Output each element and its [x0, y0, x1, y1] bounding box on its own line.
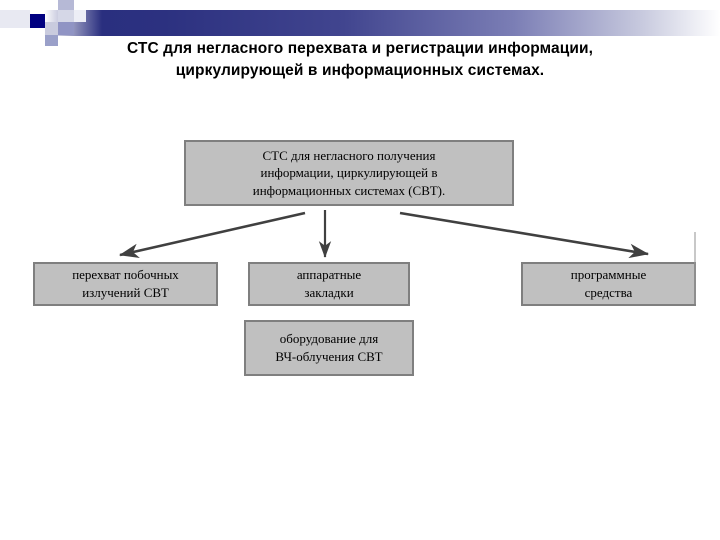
node-root-line-1: СТС для негласного получения [262, 147, 436, 163]
node-root-line-3: информационных системах (СВТ). [252, 182, 446, 198]
band-square-pale-top [58, 0, 74, 10]
decorative-header-band [0, 0, 720, 46]
node-interception-of-spurious-emissions[interactable]: перехват побочных излучений СВТ [33, 262, 218, 306]
node-hf-irradiation-equipment[interactable]: оборудование для ВЧ-облучения СВТ [244, 320, 414, 376]
band-square-pale-b [58, 10, 74, 22]
node-right-line-2: средства [584, 285, 633, 300]
band-square-mid-blue [58, 22, 74, 35]
node-bottom-line-2: ВЧ-облучения СВТ [275, 349, 383, 364]
edge-root-to-right [399, 211, 650, 259]
band-square-navy [30, 14, 45, 28]
node-software-tools[interactable]: программные средства [521, 262, 696, 306]
band-square-pale-a [45, 22, 58, 35]
node-left-line-1: перехват побочных [72, 267, 179, 283]
node-hardware-implants[interactable]: аппаратные закладки [248, 262, 410, 306]
node-mid-line-1: аппаратные [296, 267, 362, 283]
gradient-bar [44, 10, 720, 36]
page-edge-rule [694, 232, 696, 304]
band-square-low-blue [45, 35, 58, 46]
node-bottom-line-1: оборудование для [279, 331, 379, 347]
title-line-2: циркулирующей в информационных системах. [175, 62, 545, 80]
band-square-pale-c [74, 10, 86, 22]
title-line-1: СТС для негласного перехвата и регистрац… [126, 40, 593, 57]
page-title: СТС для негласного перехвата и регистрац… [60, 38, 660, 83]
edge-root-to-left [118, 211, 306, 258]
node-mid-line-2: закладки [304, 285, 354, 300]
node-root[interactable]: СТС для негласного получения информации,… [184, 140, 514, 206]
node-right-line-1: программные [570, 267, 647, 283]
band-square-light-left [0, 10, 30, 28]
node-root-line-2: информации, циркулирующей в [260, 165, 438, 181]
node-left-line-2: излучений СВТ [82, 285, 169, 300]
